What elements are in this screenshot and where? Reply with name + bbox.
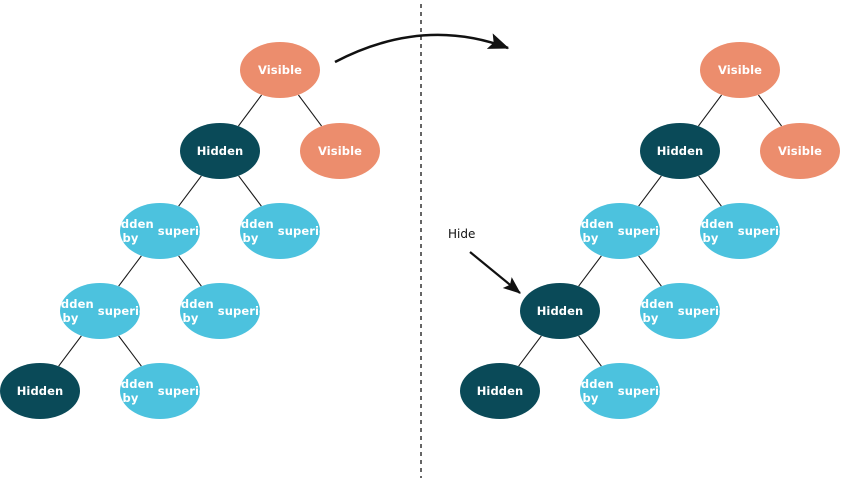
tree-edge	[698, 175, 722, 207]
tree-node-visible[interactable]: Visible	[700, 42, 780, 98]
tree-node-label: superior	[157, 383, 213, 398]
tree-node-label: superior	[97, 303, 153, 318]
tree-edge	[58, 335, 82, 367]
tree-node-label: Visible	[777, 143, 823, 158]
tree-node-label: Hidden by	[167, 296, 214, 325]
tree-node-label: superior	[677, 303, 733, 318]
tree-node-label: Visible	[717, 62, 763, 77]
tree-edge	[238, 175, 262, 207]
tree-node-label: Hidden by	[687, 216, 734, 245]
tree-node-hidden[interactable]: Hidden	[180, 123, 260, 179]
tree-node-visible[interactable]: Visible	[300, 123, 380, 179]
tree-edge	[578, 335, 602, 367]
tree-edge	[118, 335, 142, 367]
tree-node-label: superior	[277, 223, 333, 238]
tree-edge	[638, 175, 662, 207]
tree-node-label: Hidden by	[567, 216, 614, 245]
hide-arrow-icon	[469, 251, 521, 294]
tree-node-label: superior	[217, 303, 273, 318]
tree-node-hidden[interactable]: Hidden	[520, 283, 600, 339]
tree-edge	[518, 335, 542, 367]
tree-node-label: superior	[157, 223, 213, 238]
tree-node-label: Hidden	[16, 383, 64, 398]
tree-node-label: superior	[617, 223, 673, 238]
tree-node-label: Hidden	[536, 303, 584, 318]
tree-node-label: Hidden	[476, 383, 524, 398]
tree-node-hidden[interactable]: Hidden	[460, 363, 540, 419]
tree-node-hidden[interactable]: Hidden	[640, 123, 720, 179]
tree-node-label: Hidden by	[107, 376, 154, 405]
tree-node-label: Hidden	[656, 143, 704, 158]
tree-edge	[178, 255, 202, 287]
transition-arrow-icon	[334, 33, 510, 64]
tree-edge	[697, 94, 723, 127]
tree-node-label: superior	[737, 223, 793, 238]
tree-edge	[638, 255, 662, 287]
tree-edge	[118, 255, 142, 287]
tree-node-hidden[interactable]: Hidden	[0, 363, 80, 419]
tree-node-visible[interactable]: Visible	[240, 42, 320, 98]
tree-node-label: Hidden	[196, 143, 244, 158]
tree-edge	[237, 94, 263, 127]
tree-node-label: Hidden by	[107, 216, 154, 245]
hide-annotation-label: Hide	[448, 227, 476, 241]
tree-edge	[757, 94, 783, 127]
tree-edge	[178, 175, 202, 207]
tree-node-label: Visible	[317, 143, 363, 158]
tree-node-label: Visible	[257, 62, 303, 77]
tree-edge	[578, 255, 602, 287]
tree-node-label: Hidden by	[627, 296, 674, 325]
tree-node-label: Hidden by	[227, 216, 274, 245]
tree-node-label: superior	[617, 383, 673, 398]
tree-node-label: Hidden by	[567, 376, 614, 405]
tree-edge	[297, 94, 323, 127]
tree-node-label: Hidden by	[47, 296, 94, 325]
tree-node-visible[interactable]: Visible	[760, 123, 840, 179]
